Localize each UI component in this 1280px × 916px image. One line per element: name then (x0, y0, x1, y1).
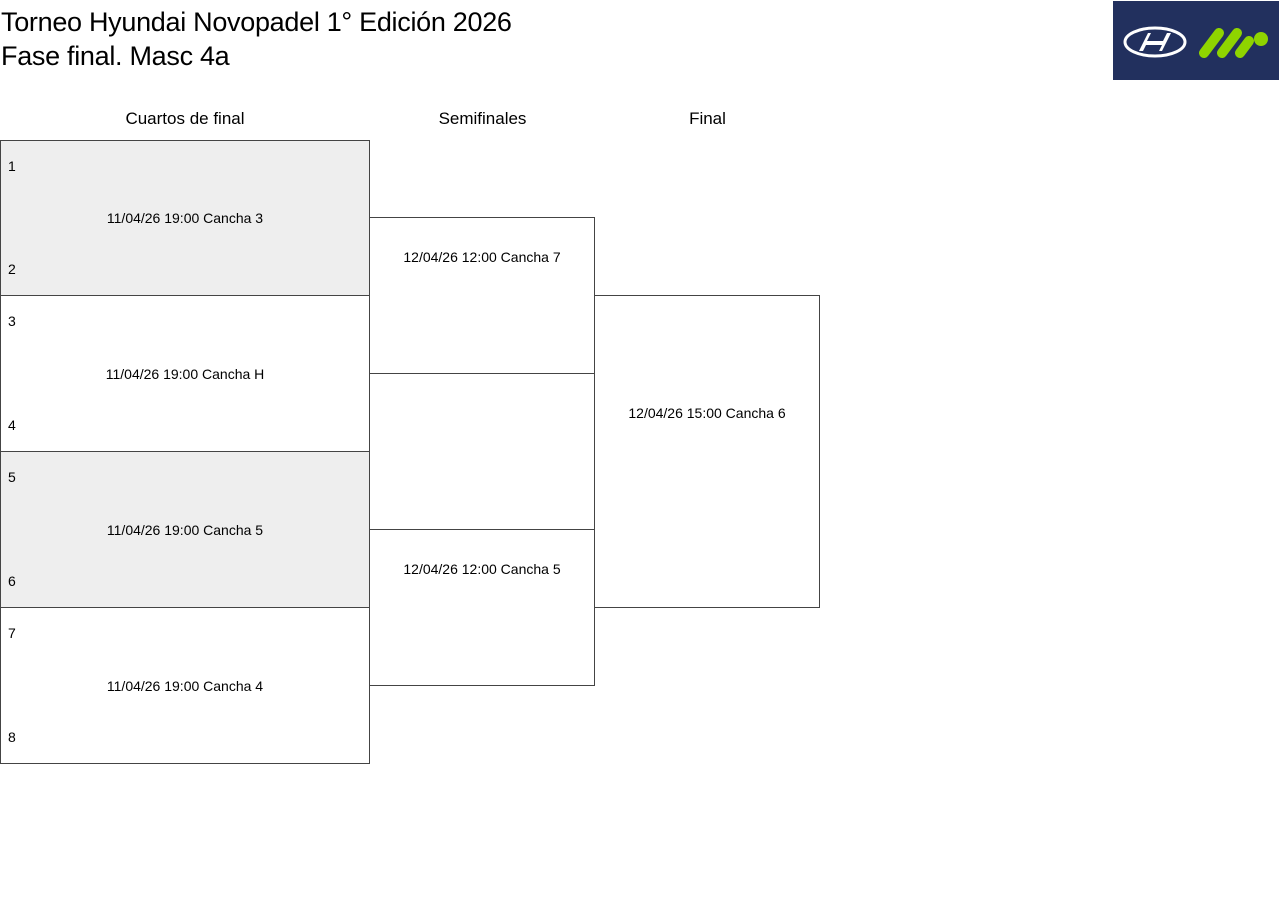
quarterfinal-match-1[interactable]: 1 11/04/26 19:00 Cancha 3 2 (0, 140, 370, 296)
match-info: 11/04/26 19:00 Cancha 4 (106, 678, 264, 694)
hyundai-logo-icon (1123, 26, 1187, 58)
seed-top: 5 (8, 469, 16, 485)
round-header-semifinals: Semifinales (438, 109, 527, 128)
novopadel-logo-icon (1199, 28, 1268, 58)
seed-bottom: 6 (8, 573, 16, 589)
seed-top: 7 (8, 625, 16, 641)
match-info: 11/04/26 19:00 Cancha 5 (106, 522, 264, 538)
sponsor-logo (1113, 1, 1279, 80)
quarterfinal-match-2[interactable]: 3 11/04/26 19:00 Cancha H 4 (0, 295, 370, 452)
quarterfinal-match-3[interactable]: 5 11/04/26 19:00 Cancha 5 6 (0, 451, 370, 608)
match-info: 11/04/26 19:00 Cancha H (105, 366, 265, 382)
match-info: 12/04/26 12:00 Cancha 5 (403, 561, 561, 577)
round-header-quarterfinals: Cuartos de final (125, 109, 245, 128)
semifinal-match-1[interactable]: 12/04/26 12:00 Cancha 7 (369, 217, 595, 374)
seed-top: 1 (8, 158, 16, 174)
semifinal-match-2[interactable]: 12/04/26 12:00 Cancha 5 (369, 529, 595, 686)
page-title: Torneo Hyundai Novopadel 1° Edición 2026 (1, 7, 512, 37)
match-info: 12/04/26 15:00 Cancha 6 (628, 405, 786, 421)
round-header-final: Final (689, 109, 726, 128)
seed-bottom: 8 (8, 729, 16, 745)
quarterfinal-match-4[interactable]: 7 11/04/26 19:00 Cancha 4 8 (0, 607, 370, 764)
match-info: 12/04/26 12:00 Cancha 7 (403, 249, 561, 265)
seed-top: 3 (8, 313, 16, 329)
seed-bottom: 4 (8, 417, 16, 433)
page-subtitle: Fase final. Masc 4a (1, 41, 230, 71)
seed-bottom: 2 (8, 261, 16, 277)
match-info: 11/04/26 19:00 Cancha 3 (106, 210, 264, 226)
final-match[interactable]: 12/04/26 15:00 Cancha 6 (594, 295, 820, 608)
